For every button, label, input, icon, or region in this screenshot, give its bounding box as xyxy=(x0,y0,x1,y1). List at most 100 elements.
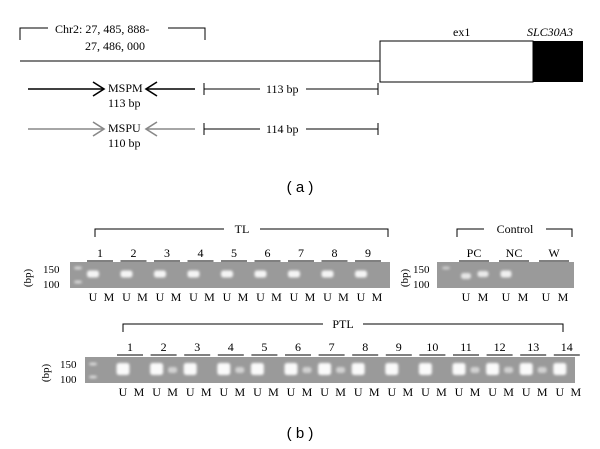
ptl-lane-number: 6 xyxy=(295,340,301,354)
control-u-label: U xyxy=(462,290,471,304)
ptl-lane-number: 5 xyxy=(261,340,267,354)
caption-a: ( a ) xyxy=(287,179,314,196)
marker-150-ptl: 150 xyxy=(60,359,77,371)
ptl-m-label: M xyxy=(470,385,481,399)
ptl-lane-number: 11 xyxy=(460,340,472,354)
ptl-u-label: U xyxy=(354,385,363,399)
mspm-size: 113 bp xyxy=(108,96,141,110)
marker-150-control: 150 xyxy=(413,264,430,276)
ptl-m-label: M xyxy=(335,385,346,399)
control-marker-band-150 xyxy=(442,266,450,270)
ptl-band-u xyxy=(385,363,399,375)
ptl-band-u xyxy=(217,363,231,375)
tl-lane-number: 6 xyxy=(265,246,271,260)
tl-u-label: U xyxy=(223,290,232,304)
tl-band-u xyxy=(321,270,334,278)
control-group-label: Control xyxy=(497,222,534,236)
ptl-lane-number: 2 xyxy=(161,340,167,354)
tl-marker-band-150 xyxy=(74,266,82,270)
tl-band-u xyxy=(187,270,200,278)
tl-lane-number: 5 xyxy=(231,246,237,260)
ptl-m-label: M xyxy=(369,385,380,399)
ptl-u-label: U xyxy=(421,385,430,399)
ptl-m-label: M xyxy=(234,385,245,399)
ptl-m-label: M xyxy=(570,385,581,399)
ptl-band-u xyxy=(183,363,197,375)
bp-axis-label-control: (bp) xyxy=(399,269,411,288)
tl-band-u xyxy=(154,270,166,278)
ptl-band-m xyxy=(235,367,245,373)
ptl-lane-number: 12 xyxy=(494,340,506,354)
ptl-band-u xyxy=(486,363,500,375)
ptl-u-label: U xyxy=(287,385,296,399)
tl-u-label: U xyxy=(323,290,332,304)
tl-lane-number: 1 xyxy=(97,246,103,260)
region-label-bg xyxy=(48,18,168,38)
tl-m-label: M xyxy=(104,290,115,304)
mspu-distance-bar xyxy=(203,123,379,135)
ptl-band-m xyxy=(302,367,312,373)
tl-m-label: M xyxy=(372,290,383,304)
gene-block xyxy=(533,41,583,82)
tl-group-label: TL xyxy=(235,222,250,236)
ptl-marker-band-150 xyxy=(89,362,97,366)
ptl-band-u xyxy=(519,363,533,375)
control-m-label: M xyxy=(518,290,529,304)
ptl-lane-number: 14 xyxy=(561,340,573,354)
ptl-band-u xyxy=(351,363,365,375)
ptl-band-u xyxy=(116,363,130,375)
ptl-m-label: M xyxy=(503,385,514,399)
control-u-label: U xyxy=(542,290,551,304)
mspu-primer-pair xyxy=(28,121,195,137)
ptl-u-label: U xyxy=(522,385,531,399)
ptl-m-label: M xyxy=(302,385,313,399)
ptl-u-label: U xyxy=(152,385,161,399)
mspu-distance: 114 bp xyxy=(266,122,299,136)
tl-lane-number: 7 xyxy=(298,246,304,260)
tl-m-label: M xyxy=(171,290,182,304)
control-nc-band-u xyxy=(500,270,512,278)
ptl-lane-number: 10 xyxy=(426,340,438,354)
tl-u-label: U xyxy=(189,290,198,304)
tl-lane-number: 8 xyxy=(332,246,338,260)
tl-band-u xyxy=(254,270,267,278)
ptl-lane-number: 1 xyxy=(127,340,133,354)
bp-axis-label-ptl: (bp) xyxy=(40,364,52,383)
gene-label: SLC30A3 xyxy=(527,25,573,39)
ptl-u-label: U xyxy=(320,385,329,399)
ptl-bracket xyxy=(122,316,564,332)
tl-m-label: M xyxy=(238,290,249,304)
region-label-line2: 27, 486, 000 xyxy=(85,39,145,53)
ptl-band-m xyxy=(504,367,514,373)
panel-a: Chr2: 27, 485, 888- 27, 486, 000 ex1 SLC… xyxy=(19,18,583,196)
ptl-m-label: M xyxy=(436,385,447,399)
gel-control-bands xyxy=(442,266,512,279)
ptl-lane-number: 7 xyxy=(329,340,335,354)
ptl-lane-number: 3 xyxy=(194,340,200,354)
mspm-name: MSPM xyxy=(108,81,143,95)
ptl-lane-number: 8 xyxy=(362,340,368,354)
tl-u-label: U xyxy=(122,290,131,304)
tl-u-label: U xyxy=(357,290,366,304)
tl-lane-number: 9 xyxy=(365,246,371,260)
tl-band-u xyxy=(355,270,367,278)
control-m-label: M xyxy=(478,290,489,304)
ptl-m-label: M xyxy=(201,385,212,399)
ptl-u-label: U xyxy=(455,385,464,399)
tl-band-u xyxy=(221,270,233,278)
marker-100-ptl: 100 xyxy=(60,374,77,386)
ptl-m-label: M xyxy=(268,385,279,399)
bp-axis-label-tl: (bp) xyxy=(22,269,34,288)
marker-150-tl: 150 xyxy=(43,264,60,276)
exon1-box xyxy=(379,40,534,83)
ptl-u-label: U xyxy=(488,385,497,399)
ptl-band-u xyxy=(553,363,567,375)
marker-100-tl: 100 xyxy=(43,279,60,291)
ptl-u-label: U xyxy=(253,385,262,399)
tl-u-label: U xyxy=(156,290,165,304)
marker-100-control: 100 xyxy=(413,279,430,291)
